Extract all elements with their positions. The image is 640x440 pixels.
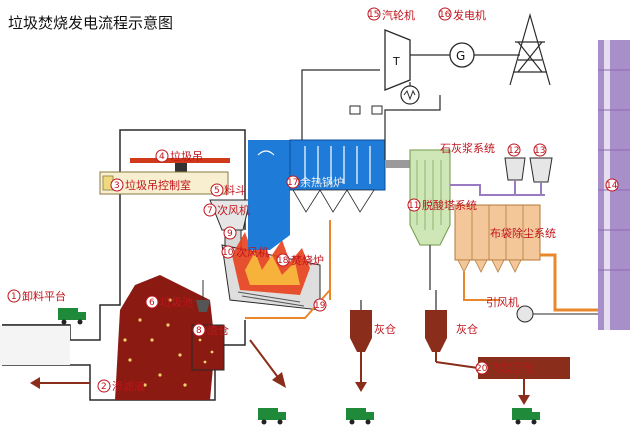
svg-text:8: 8 [196,326,202,336]
label-solidify: 飞灰固化 [490,361,534,375]
svg-text:7: 7 [207,206,213,216]
svg-text:G: G [456,49,465,63]
label-hopper: 料斗 [224,183,246,197]
flow-arrows [30,339,530,405]
number-badges [7,7,619,393]
svg-text:20: 20 [476,364,488,374]
svg-text:2: 2 [101,382,107,392]
svg-text:10: 10 [222,248,234,258]
label-generator: 发电机 [453,8,486,22]
label-leachate: 渗滤液 [112,379,145,393]
ash-bin-2 [425,310,447,352]
svg-text:16: 16 [439,10,451,20]
svg-text:11: 11 [408,201,419,211]
label-ash-1: 灰仓 [374,322,396,336]
flue-duct [385,160,415,168]
slag-bin [191,324,225,371]
baghouse [454,204,541,273]
label-lime: 石灰浆系统 [440,141,495,155]
label-unloading: 卸料平台 [22,289,66,303]
label-turbine: 汽轮机 [382,8,415,22]
waste-heat-boiler [248,139,386,250]
label-pit: 垃圾池 [160,295,193,309]
deacidification-tower [409,149,451,290]
ash-bin-1 [350,310,372,352]
label-crane: 垃圾吊 [170,149,203,163]
svg-text:15: 15 [368,10,379,20]
diagram-title: 垃圾焚烧发电流程示意图 [8,14,173,32]
svg-text:18: 18 [277,256,289,266]
svg-text:3: 3 [114,181,120,191]
transmission-tower-icon [509,12,551,86]
turbine-icon: T [384,29,411,91]
svg-text:5: 5 [214,186,220,196]
condenser-icon [400,82,420,105]
svg-text:1: 1 [11,292,17,302]
svg-text:17: 17 [287,178,298,188]
label-acid-tower: 脱酸塔系统 [422,198,477,212]
svg-text:T: T [392,55,400,68]
svg-text:9: 9 [227,229,233,239]
label-slag: 渣仓 [207,323,229,337]
generator-icon: G [449,42,475,68]
number-badge-text: 1 2 3 4 5 6 7 8 9 10 11 12 13 14 15 16 1… [11,10,618,392]
fly-ash-solidification [478,357,570,379]
svg-text:19: 19 [314,301,326,311]
ash-lines [329,220,500,301]
label-crane-control: 垃圾吊控制室 [125,178,191,192]
svg-text:6: 6 [149,298,155,308]
label-id-fan: 引风机 [486,295,519,309]
unloading-platform [0,325,70,365]
svg-text:13: 13 [534,146,545,156]
induced-draft-fan [516,253,600,323]
label-boiler: 余热锅炉 [300,175,344,189]
lime-slurry-tanks [450,157,553,196]
feedwater-pumps [349,105,383,115]
incinerator [221,232,321,311]
label-ash-2: 灰仓 [456,322,478,336]
svg-text:14: 14 [606,181,618,191]
label-air-blower: 次风机 [217,203,250,217]
crane-control-room [99,171,229,195]
label-primary-fan: 次风机 [236,245,269,259]
grab-bucket-icon [196,280,210,312]
truck-icon [58,308,540,425]
label-baghouse: 布袋除尘系统 [490,226,556,240]
label-furnace: 焚烧炉 [291,254,324,267]
svg-text:12: 12 [508,146,519,156]
steam-pipes [301,69,441,160]
svg-text:4: 4 [159,152,165,162]
